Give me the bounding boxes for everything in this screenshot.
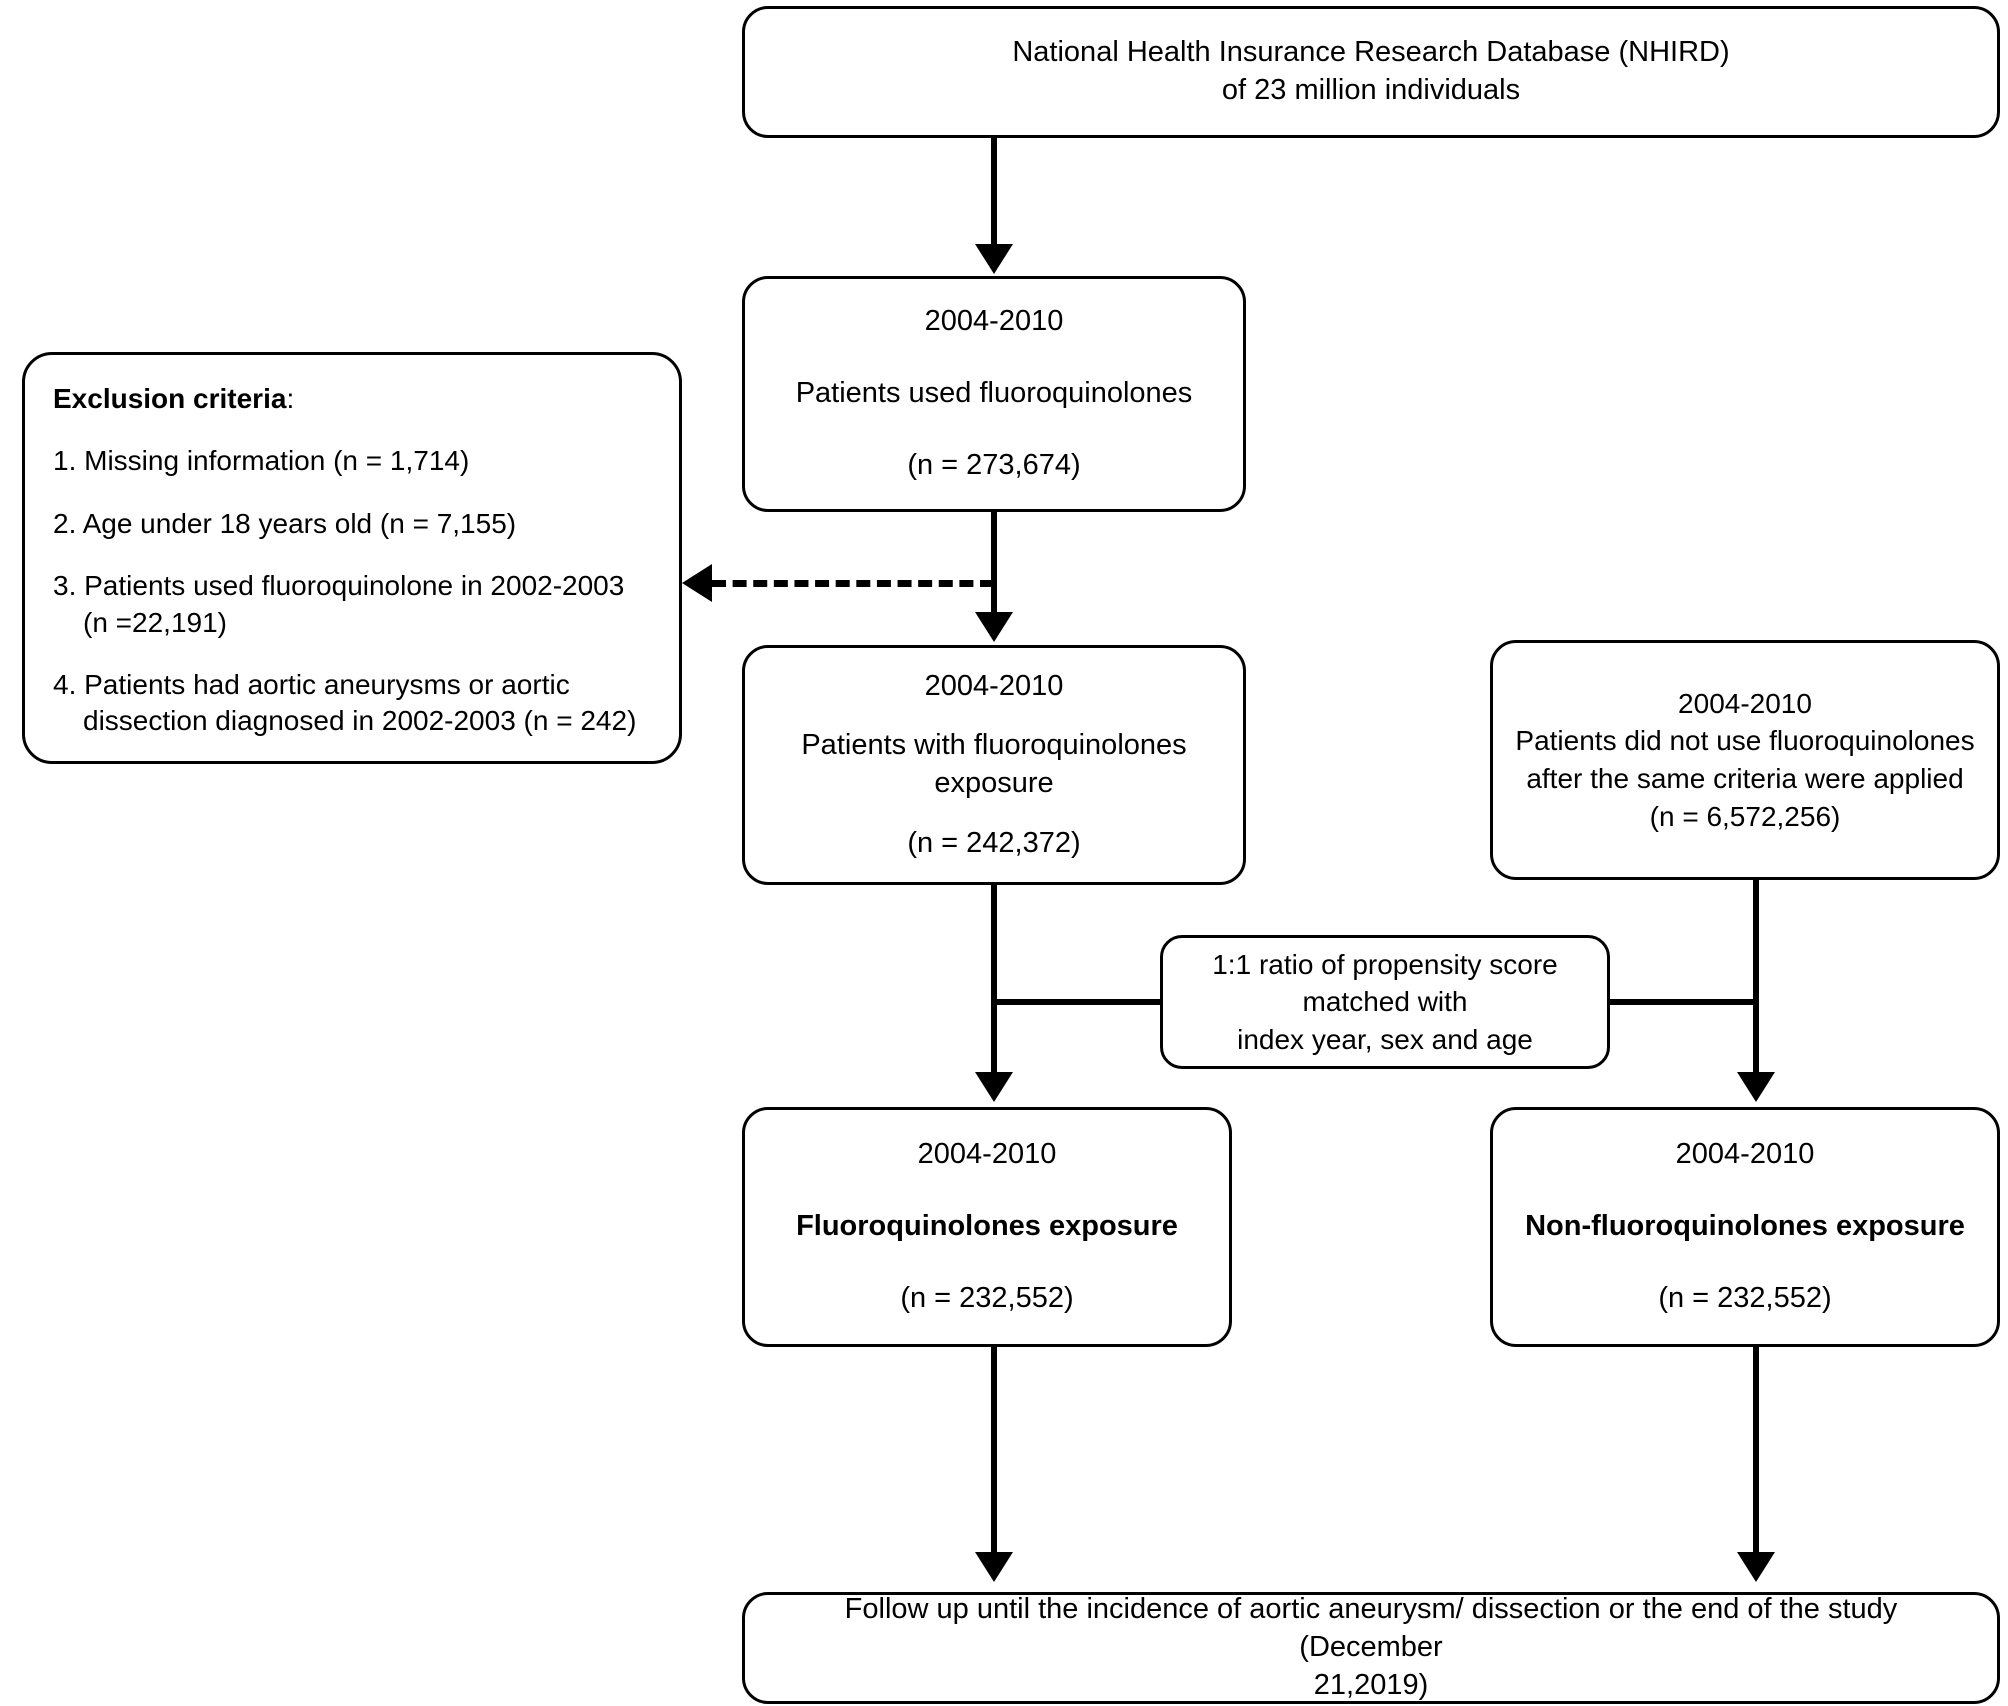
fq-exposure-description-line2: exposure: [934, 767, 1054, 799]
connector-nonuser-to-final: [1753, 880, 1759, 1075]
node-non-fluoroquinolone-users: 2004-2010 Patients did not use fluoroqui…: [1490, 640, 2000, 880]
node-non-fluoroquinolones-exposure-final: 2004-2010 Non-fluoroquinolones exposure …: [1490, 1107, 2000, 1347]
exclusion-criteria-title: Exclusion criteria:: [53, 381, 294, 417]
followup-line2: 21,2019): [1313, 1668, 1429, 1701]
node-patients-used-fluoroquinolones: 2004-2010 Patients used fluoroquinolones…: [742, 276, 1246, 512]
exclusion-criteria-title-colon: :: [286, 383, 295, 414]
connector-match-left: [991, 999, 1163, 1005]
node-fluoroquinolones-exposure-final: 2004-2010 Fluoroquinolones exposure (n =…: [742, 1107, 1232, 1347]
fq-exposure-count: (n = 242,372): [907, 826, 1081, 859]
nonfq-final-count: (n = 232,552): [1658, 1281, 1832, 1314]
fq-final-period: 2004-2010: [917, 1138, 1057, 1171]
nhird-subtitle-line: of 23 million individuals: [1221, 74, 1521, 106]
exclusion-criteria-title-text: Exclusion criteria: [53, 383, 287, 414]
exclusion-criteria-item-1: 1. Missing information (n = 1,714): [53, 445, 470, 477]
arrow-to-exclusion: [682, 564, 712, 602]
used-fq-description: Patients used fluoroquinolones: [795, 377, 1193, 410]
fq-final-label: Fluoroquinolones exposure: [796, 1210, 1178, 1243]
exclusion-criteria-item-2: 2. Age under 18 years old (n = 7,155): [53, 507, 517, 539]
non-user-period: 2004-2010: [1678, 687, 1812, 719]
fq-exposure-description-line1: Patients with fluoroquinolones: [801, 729, 1187, 762]
non-user-description-line2: after the same criteria were applied: [1526, 763, 1964, 794]
exclusion-criteria-item-4: 4. Patients had aortic aneurysms or aort…: [53, 668, 637, 737]
matching-line2: matched with: [1302, 986, 1468, 1018]
node-nhird-database: National Health Insurance Research Datab…: [742, 6, 2000, 138]
arrow-fqfinal-to-followup: [975, 1552, 1013, 1582]
connector-exclusion-dashed: [712, 580, 994, 587]
used-fq-count: (n = 273,674): [907, 448, 1081, 481]
arrow-nonuser-to-final: [1737, 1072, 1775, 1102]
non-user-description-line1: Patients did not use fluoroquinolones: [1515, 725, 1975, 757]
nhird-title-line: National Health Insurance Research Datab…: [1012, 36, 1730, 69]
used-fq-period: 2004-2010: [924, 305, 1064, 338]
node-follow-up: Follow up until the incidence of aortic …: [742, 1592, 2000, 1704]
fq-exposure-period: 2004-2010: [924, 669, 1064, 702]
node-fluoroquinolones-exposure-cohort: 2004-2010 Patients with fluoroquinolones…: [742, 645, 1246, 885]
connector-nhird-to-used: [991, 138, 997, 248]
connector-match-right: [1607, 999, 1757, 1005]
exclusion-criteria-item-3: 3. Patients used fluoroquinolone in 2002…: [53, 570, 625, 638]
followup-line1: Follow up until the incidence of aortic …: [844, 1593, 1898, 1664]
connector-used-to-exposure: [991, 512, 997, 615]
connector-fqfinal-to-followup: [991, 1347, 997, 1555]
arrow-nonfqfinal-to-followup: [1737, 1552, 1775, 1582]
node-exclusion-criteria: Exclusion criteria: 1. Missing informati…: [22, 352, 682, 764]
nonfq-final-label: Non-fluoroquinolones exposure: [1525, 1210, 1965, 1243]
nonfq-final-period: 2004-2010: [1675, 1138, 1815, 1171]
non-user-count: (n = 6,572,256): [1649, 800, 1841, 832]
connector-nonfqfinal-to-followup: [1753, 1347, 1759, 1555]
arrow-exposure-to-final: [975, 1072, 1013, 1102]
fq-final-count: (n = 232,552): [900, 1281, 1074, 1314]
arrow-nhird-to-used: [975, 244, 1013, 274]
connector-exposure-to-final: [991, 885, 997, 1075]
matching-line1: 1:1 ratio of propensity score: [1212, 948, 1558, 980]
arrow-used-to-exposure: [975, 612, 1013, 642]
node-propensity-score-matching: 1:1 ratio of propensity score matched wi…: [1160, 935, 1610, 1069]
matching-line3: index year, sex and age: [1237, 1023, 1533, 1055]
